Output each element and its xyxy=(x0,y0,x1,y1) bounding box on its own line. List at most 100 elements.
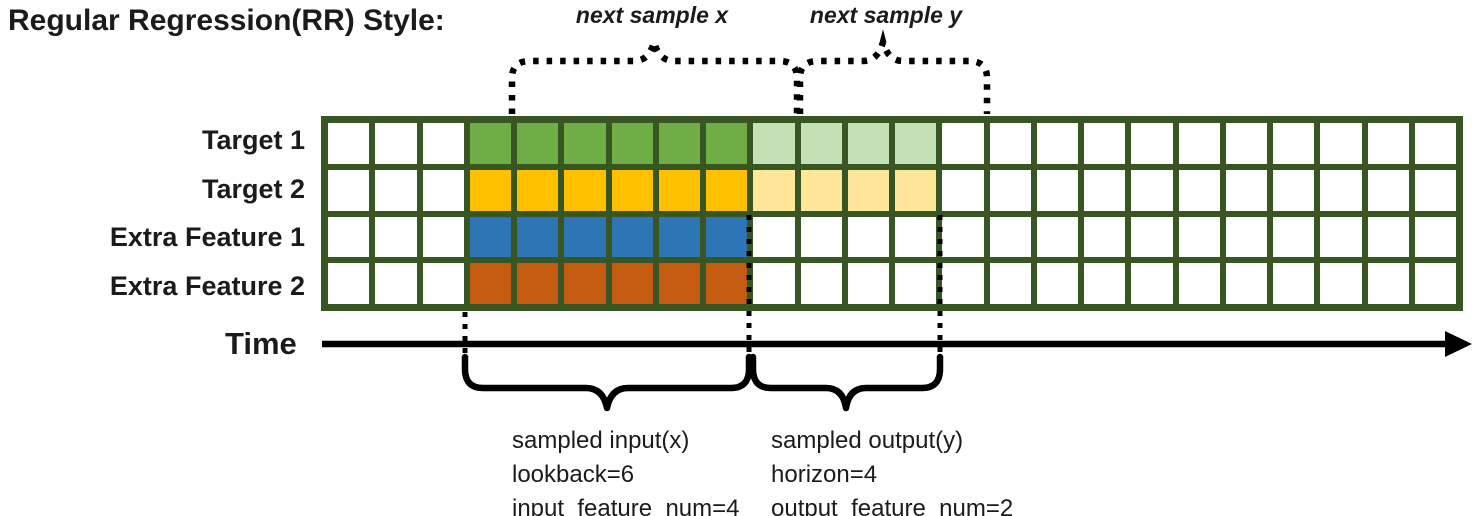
time-axis-arrowhead-icon xyxy=(1445,331,1472,357)
grid-cell xyxy=(800,123,842,164)
grid-cell xyxy=(800,263,842,304)
grid-cell xyxy=(895,216,937,258)
grid-cell xyxy=(847,216,889,258)
grid-cell xyxy=(1131,263,1173,304)
sample-grid xyxy=(321,116,1463,311)
grid-cell xyxy=(1367,263,1409,304)
grid-cell xyxy=(706,216,748,258)
grid-cell xyxy=(1367,123,1409,164)
grid-cell xyxy=(375,216,417,258)
grid-cell xyxy=(611,123,653,164)
grid-cell xyxy=(422,123,464,164)
next-sample-x-brace xyxy=(508,29,801,114)
grid-cell xyxy=(706,263,748,304)
grid-cell xyxy=(989,263,1031,304)
grid-cell xyxy=(611,169,653,211)
grid-cell xyxy=(564,123,606,164)
grid-cell xyxy=(753,216,795,258)
grid-cell xyxy=(564,169,606,211)
grid-cell xyxy=(1036,216,1078,258)
sampled-input-line-1: sampled input(x) xyxy=(512,427,690,454)
grid-cell xyxy=(422,263,464,304)
grid-cell xyxy=(1414,123,1456,164)
grid-cell xyxy=(1178,169,1220,211)
grid-cell xyxy=(942,263,984,304)
grid-cell xyxy=(328,263,370,304)
grid-cell xyxy=(469,263,511,304)
grid-cell xyxy=(800,169,842,211)
grid-cell xyxy=(1036,263,1078,304)
sampled-input-note: sampled input(x) lookback=6 input_featur… xyxy=(512,424,740,516)
sampled-input-line-3: input_feature_num=4 xyxy=(512,495,740,516)
grid-cell xyxy=(1414,216,1456,258)
grid-cell xyxy=(1036,123,1078,164)
grid-cell xyxy=(753,263,795,304)
grid-cell xyxy=(753,169,795,211)
grid-cell xyxy=(328,216,370,258)
grid-cell xyxy=(895,263,937,304)
row-label-target-1: Target 1 xyxy=(201,124,305,155)
grid-cell xyxy=(422,169,464,211)
next-sample-y-label: next sample y xyxy=(809,2,963,28)
grid-cell xyxy=(658,263,700,304)
grid-cell xyxy=(658,123,700,164)
row-labels: Target 1 Target 2 Extra Feature 1 Extra … xyxy=(0,116,313,311)
grid-cell xyxy=(1131,169,1173,211)
grid-cell xyxy=(469,123,511,164)
grid-cell xyxy=(753,123,795,164)
grid-cell xyxy=(942,169,984,211)
sampled-output-line-2: horizon=4 xyxy=(771,461,878,488)
grid-cell xyxy=(1273,123,1315,164)
grid-cell xyxy=(564,216,606,258)
grid-cell xyxy=(1320,169,1362,211)
sampled-output-line-1: sampled output(y) xyxy=(771,427,964,454)
grid-cell xyxy=(1036,169,1078,211)
grid-cell xyxy=(942,216,984,258)
sampled-input-line-2: lookback=6 xyxy=(512,461,635,488)
grid-cell xyxy=(847,263,889,304)
sampled-output-brace xyxy=(749,353,944,412)
grid-cell xyxy=(1414,263,1456,304)
grid-cell xyxy=(375,263,417,304)
row-label-extra-feature-2: Extra Feature 2 xyxy=(109,271,305,302)
grid-cell xyxy=(422,216,464,258)
grid-cell xyxy=(328,169,370,211)
grid-cell xyxy=(1273,169,1315,211)
grid-cell xyxy=(1225,123,1267,164)
grid-cell xyxy=(658,216,700,258)
diagram-title: Regular Regression(RR) Style: xyxy=(8,4,445,37)
next-sample-y-brace xyxy=(796,29,991,114)
next-sample-x-label: next sample x xyxy=(575,2,729,28)
grid-cell xyxy=(328,123,370,164)
grid-cell xyxy=(1273,263,1315,304)
grid-cell xyxy=(1178,263,1220,304)
grid-cell xyxy=(611,263,653,304)
grid-cell xyxy=(706,123,748,164)
row-label-target-2: Target 2 xyxy=(201,173,305,204)
grid-cell xyxy=(611,216,653,258)
grid-cell xyxy=(800,216,842,258)
grid-cell xyxy=(989,123,1031,164)
grid-cell xyxy=(1320,263,1362,304)
grid-cell xyxy=(847,169,889,211)
grid-cell xyxy=(1225,263,1267,304)
grid-cell xyxy=(1225,169,1267,211)
grid-cell xyxy=(1084,123,1126,164)
grid-cell xyxy=(1084,263,1126,304)
grid-cell xyxy=(895,169,937,211)
grid-cell xyxy=(469,216,511,258)
grid-cell xyxy=(1131,216,1173,258)
grid-cell xyxy=(847,123,889,164)
grid-cell xyxy=(895,123,937,164)
grid-cell xyxy=(1084,216,1126,258)
grid-cell xyxy=(1273,216,1315,258)
grid-cell xyxy=(564,263,606,304)
grid-cell xyxy=(1178,123,1220,164)
grid-cell xyxy=(1225,216,1267,258)
grid-cell xyxy=(375,123,417,164)
grid-cell xyxy=(658,169,700,211)
grid-cell xyxy=(1367,216,1409,258)
grid-cell xyxy=(989,169,1031,211)
grid-cell xyxy=(1414,169,1456,211)
